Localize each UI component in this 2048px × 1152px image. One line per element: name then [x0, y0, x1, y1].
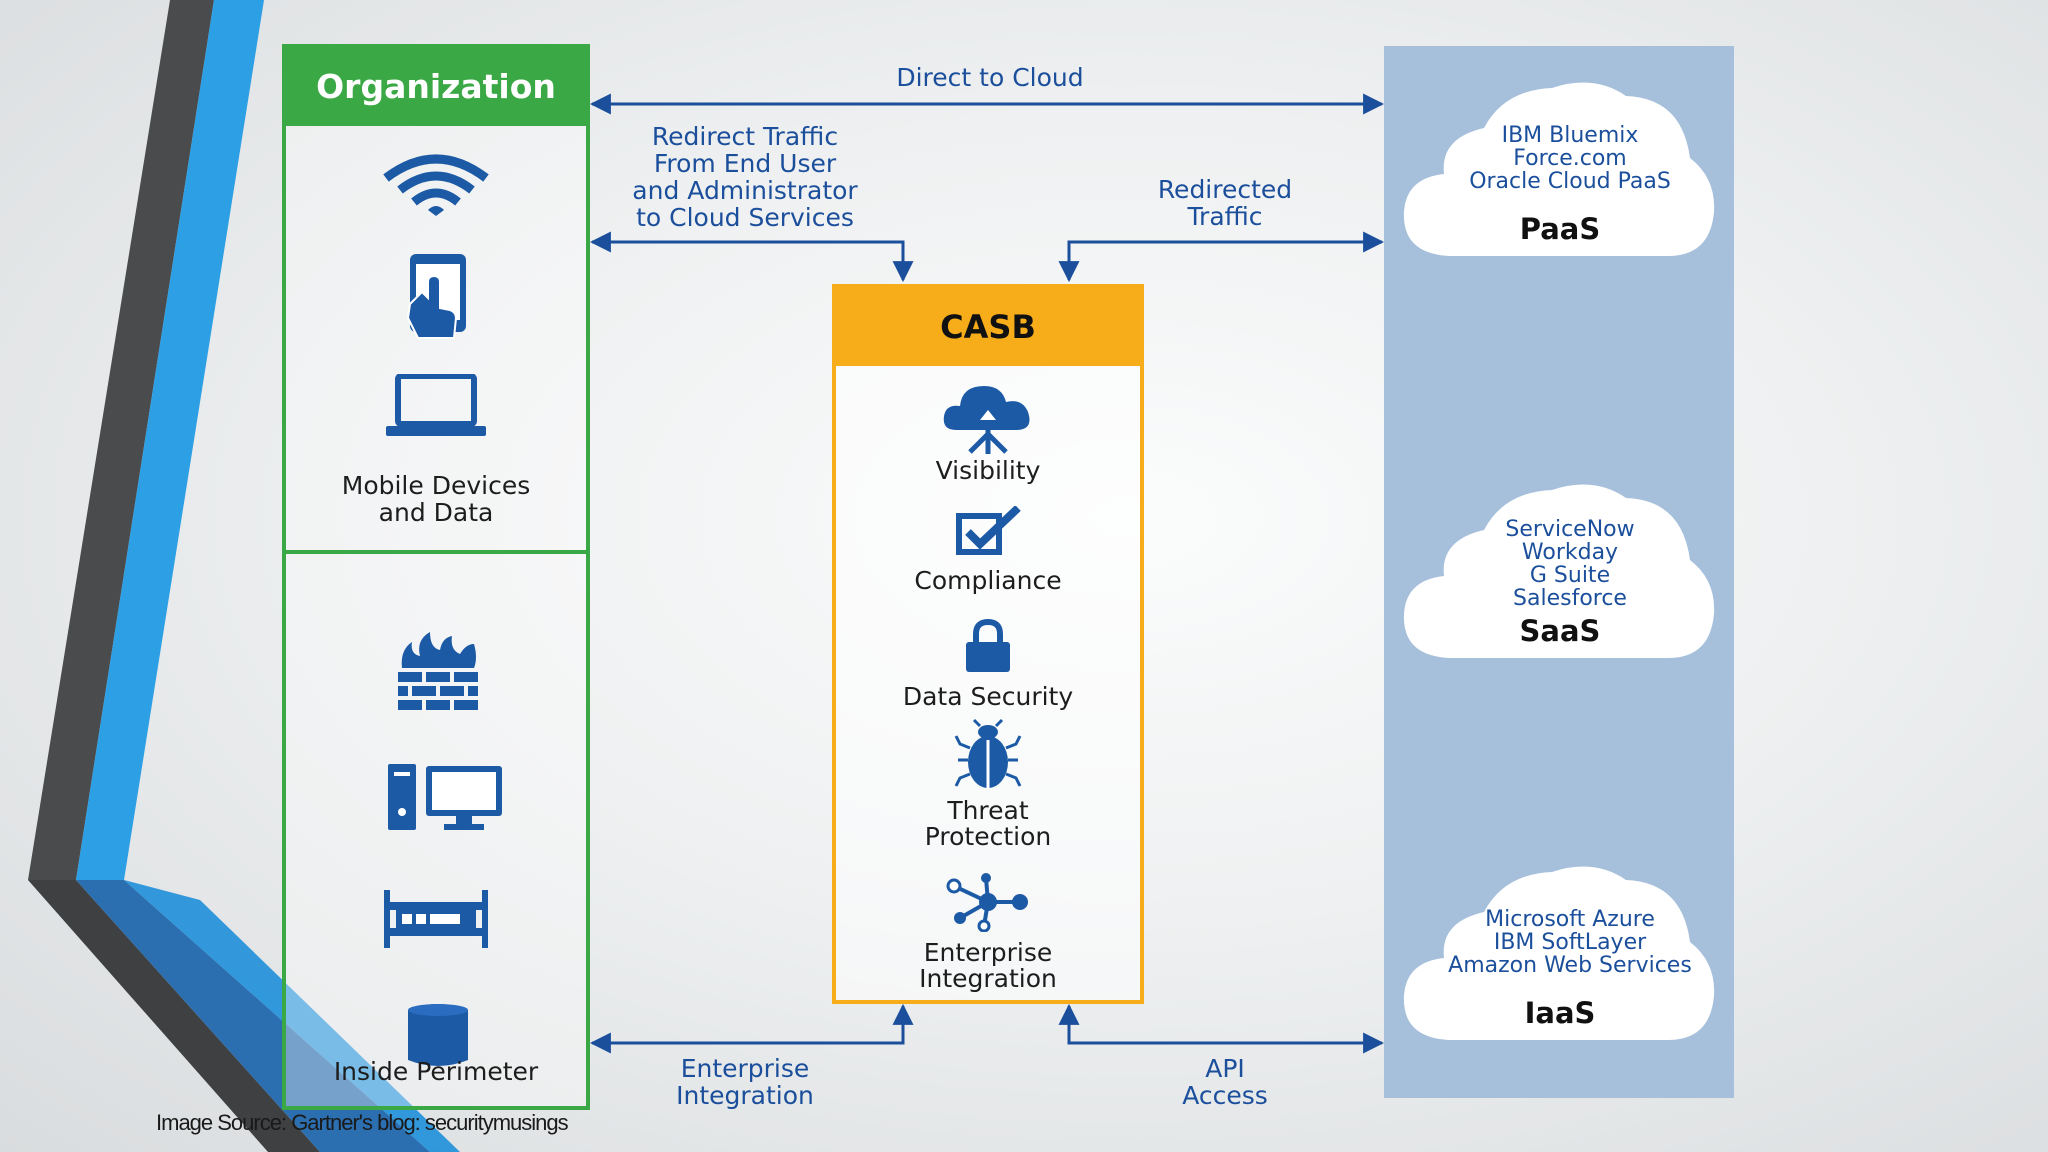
casb-panel: CASB Visibility Compliance Data Security… — [832, 284, 1144, 1004]
decorative-stripes — [28, 0, 460, 1152]
organization-panel: Organization Mobile Devices and Data — [282, 44, 590, 1110]
laptop-icon — [386, 374, 486, 436]
redirected-traffic-label: Redirected Traffic — [1157, 175, 1293, 231]
saas-cloud — [1403, 484, 1715, 658]
redirected-traffic-arrow — [1058, 231, 1385, 283]
redirect-traffic-arrow — [589, 231, 914, 283]
image-source-caption: Image Source: Gartner's blog: securitymu… — [156, 1110, 569, 1135]
direct-to-cloud-label: Direct to Cloud — [896, 63, 1084, 92]
enterprise-integration-arrow — [589, 1003, 914, 1054]
api-access-arrow — [1058, 1003, 1385, 1054]
threat-protection-label: Threat Protection — [924, 796, 1052, 851]
iaas-type: IaaS — [1524, 996, 1596, 1030]
api-access-label: API Access — [1182, 1054, 1268, 1110]
network-switch-icon — [384, 890, 488, 948]
paas-type: PaaS — [1519, 212, 1601, 246]
tablet-touch-icon — [406, 254, 466, 339]
bug-icon — [954, 718, 1022, 788]
casb-title: CASB — [836, 288, 1140, 366]
firewall-icon — [398, 632, 478, 710]
data-security-label: Data Security — [902, 682, 1074, 711]
enterprise-integration-capability-label: Enterprise Integration — [919, 938, 1057, 993]
organization-divider — [286, 550, 586, 554]
iaas-services: Microsoft Azure IBM SoftLayer Amazon Web… — [1448, 907, 1692, 978]
network-icon — [946, 873, 1028, 932]
mobile-devices-label: Mobile Devices and Data — [341, 471, 531, 527]
checkbox-icon — [956, 506, 1021, 555]
compliance-label: Compliance — [914, 566, 1062, 595]
iaas-cloud — [1403, 866, 1715, 1040]
organization-title: Organization — [286, 48, 586, 126]
lock-icon — [966, 618, 1010, 672]
paas-services: IBM Bluemix Force.com Oracle Cloud PaaS — [1469, 123, 1671, 194]
paas-cloud — [1403, 82, 1715, 256]
saas-services: ServiceNow Workday G Suite Salesforce — [1505, 517, 1635, 611]
redirect-traffic-label: Redirect Traffic From End User and Admin… — [632, 122, 858, 232]
saas-type: SaaS — [1519, 614, 1601, 648]
cloud-arrows-icon — [943, 386, 1030, 454]
enterprise-integration-label: Enterprise Integration — [676, 1054, 814, 1110]
desktop-computer-icon — [388, 764, 502, 830]
database-icon — [408, 1004, 468, 1066]
inside-perimeter-label: Inside Perimeter — [333, 1057, 539, 1086]
visibility-label: Visibility — [935, 456, 1041, 485]
wifi-icon — [383, 154, 489, 216]
